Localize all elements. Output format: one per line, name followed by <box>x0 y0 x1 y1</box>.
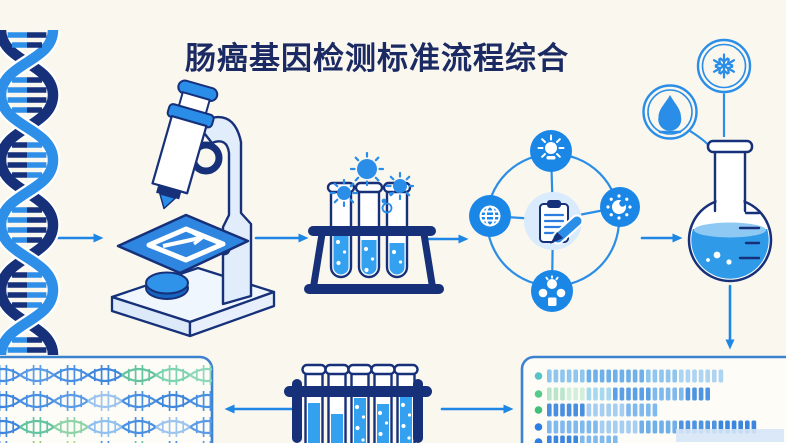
molecule-icon <box>538 275 566 306</box>
sample-tubes-rack <box>304 151 444 294</box>
pcr-tubes-rack <box>284 363 432 443</box>
flow-arrows <box>54 233 735 414</box>
stage <box>116 213 250 275</box>
snowflake-icon <box>712 53 736 79</box>
eyepiece-tube <box>151 79 219 210</box>
microscope-illustration <box>110 79 276 338</box>
snowflake-badge <box>696 38 752 94</box>
clipboard-pen-icon <box>539 200 584 245</box>
watermark-block <box>676 429 784 442</box>
dna-sequences-panel <box>0 355 214 443</box>
globe-icon <box>479 205 501 227</box>
hub-node-bottom <box>531 270 573 312</box>
dna-helix-illustration <box>0 28 61 357</box>
droplet-badge <box>642 84 698 140</box>
analysis-hub <box>469 130 640 312</box>
virus-particles <box>329 151 415 214</box>
droplet-icon <box>658 95 682 134</box>
page-title: 肠癌基因检测标准流程综合 <box>185 41 569 76</box>
flask-illustration <box>687 93 773 283</box>
sun-icon <box>606 194 632 220</box>
idea-icon <box>537 134 565 160</box>
results-data-panel <box>520 355 786 443</box>
